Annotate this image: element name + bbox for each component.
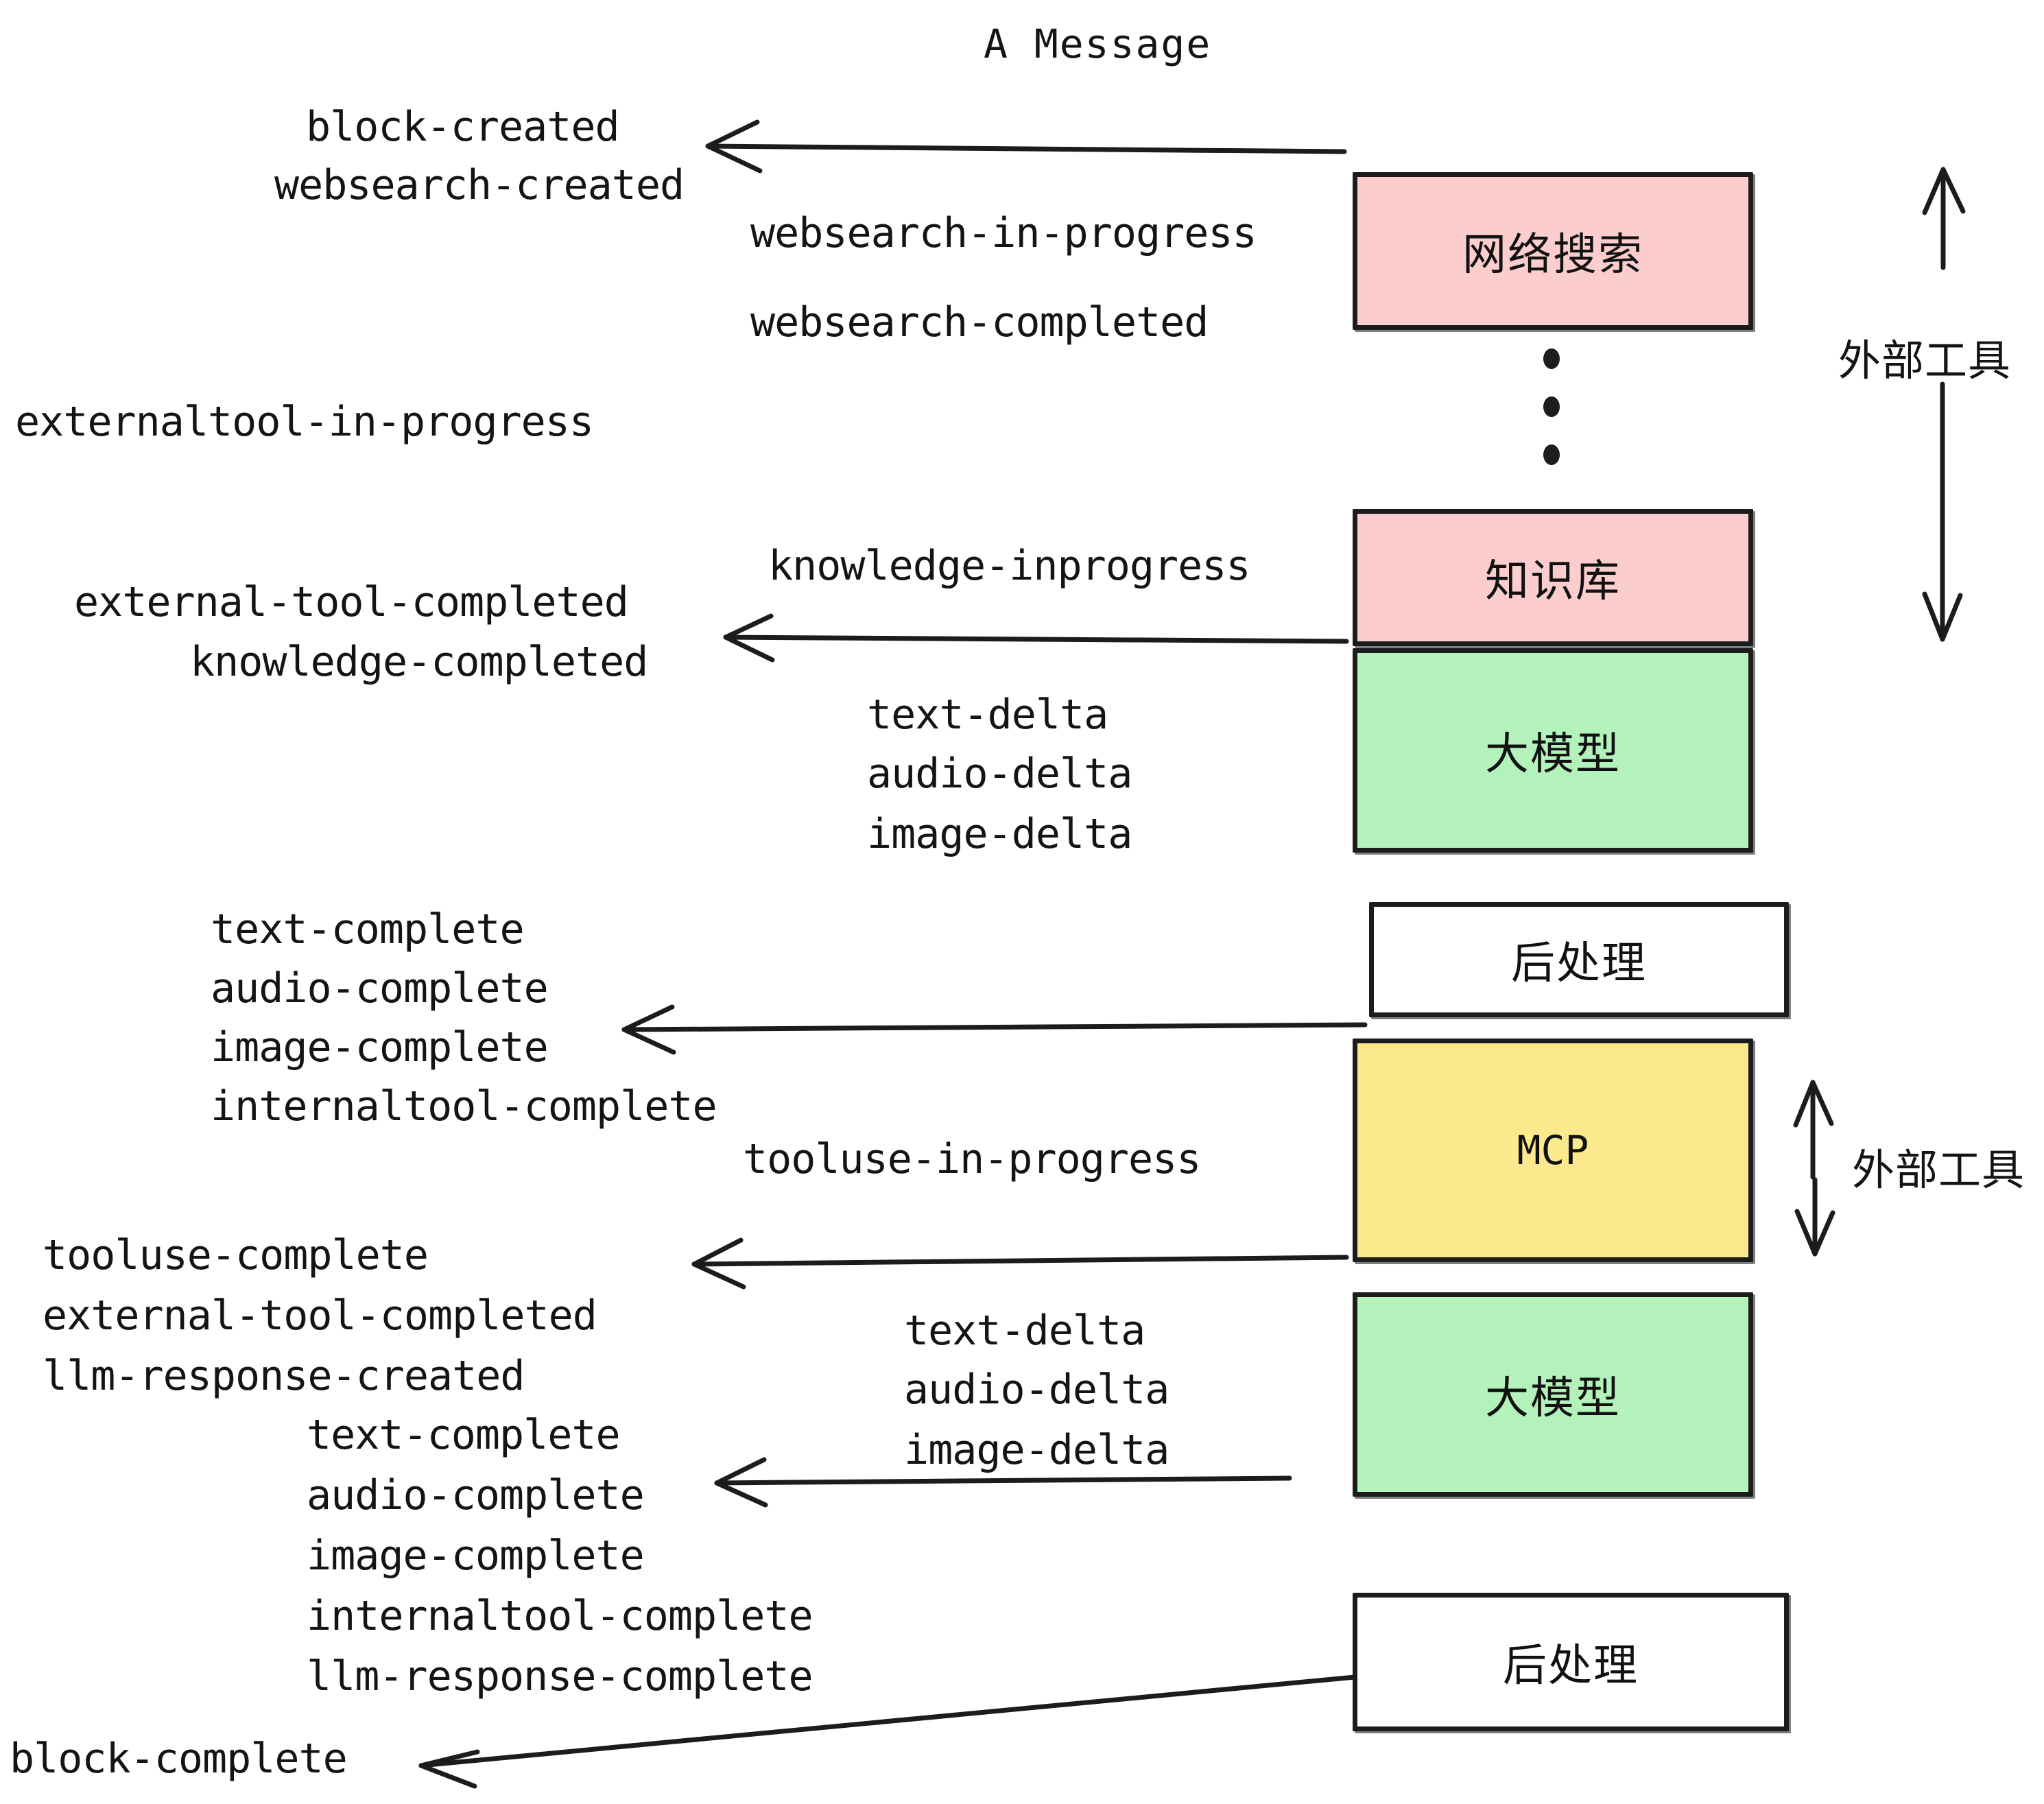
ellipsis-dot-2 xyxy=(1543,396,1560,417)
event-label-externaltool-in-progress: externaltool-in-progress xyxy=(15,398,594,446)
event-label-tooluse-complete: tooluse-complete xyxy=(43,1231,429,1279)
box-label-postprocess-2: 后处理 xyxy=(1503,1641,1639,1692)
box-llm-1[interactable]: 大模型 xyxy=(1353,648,1753,853)
event-label-llm-response-complete: llm-response-complete xyxy=(307,1652,813,1700)
event-label-text-complete-2: text-complete xyxy=(307,1411,621,1459)
event-label-tooluse-in-progress: tooluse-in-progress xyxy=(743,1135,1201,1183)
event-label-image-complete-2: image-complete xyxy=(307,1532,645,1580)
event-label-image-delta-2: image-delta xyxy=(904,1426,1169,1474)
event-label-websearch-in-progress: websearch-in-progress xyxy=(750,209,1257,257)
box-llm-2[interactable]: 大模型 xyxy=(1353,1292,1753,1497)
event-label-audio-delta-1: audio-delta xyxy=(867,750,1132,798)
box-label-llm-1: 大模型 xyxy=(1485,729,1621,780)
box-mcp[interactable]: MCP xyxy=(1353,1039,1753,1262)
event-label-text-complete-1: text-complete xyxy=(211,905,525,953)
event-label-internaltool-complete-2: internaltool-complete xyxy=(307,1592,813,1640)
side-label-external-tool-lower: 外部工具 xyxy=(1852,1145,2025,1195)
event-label-audio-complete-2: audio-complete xyxy=(307,1471,645,1519)
event-label-image-delta-1: image-delta xyxy=(867,810,1132,858)
box-label-websearch: 网络搜索 xyxy=(1462,230,1643,281)
event-label-knowledge-inprogress: knowledge-inprogress xyxy=(768,542,1250,590)
event-label-knowledge-completed: knowledge-completed xyxy=(190,638,648,686)
event-label-block-complete: block-complete xyxy=(10,1735,348,1783)
box-postprocess-2[interactable]: 后处理 xyxy=(1353,1593,1789,1731)
box-label-mcp: MCP xyxy=(1517,1127,1589,1174)
box-label-llm-2: 大模型 xyxy=(1485,1373,1621,1424)
event-label-image-complete-1: image-complete xyxy=(211,1023,549,1071)
box-postprocess-1[interactable]: 后处理 xyxy=(1369,902,1789,1017)
event-label-llm-response-created: llm-response-created xyxy=(43,1352,525,1400)
event-label-audio-complete-1: audio-complete xyxy=(211,964,549,1012)
side-label-external-tool-upper: 外部工具 xyxy=(1838,335,2012,385)
event-label-text-delta-1: text-delta xyxy=(867,691,1108,739)
box-knowledge[interactable]: 知识库 xyxy=(1353,509,1753,646)
event-label-internaltool-complete-1: internaltool-complete xyxy=(211,1082,717,1130)
event-label-external-tool-completed-2: external-tool-completed xyxy=(43,1292,597,1340)
box-websearch[interactable]: 网络搜索 xyxy=(1353,172,1753,330)
event-label-audio-delta-2: audio-delta xyxy=(904,1366,1169,1414)
box-label-postprocess-1: 后处理 xyxy=(1511,938,1647,989)
event-label-websearch-created: websearch-created xyxy=(274,161,685,209)
event-label-external-tool-completed-1: external-tool-completed xyxy=(74,578,629,626)
event-label-websearch-completed: websearch-completed xyxy=(750,298,1209,346)
page-title: A Message xyxy=(984,21,1212,67)
event-label-block-created: block-created xyxy=(306,103,620,151)
ellipsis-dot-1 xyxy=(1543,348,1560,369)
ellipsis-dot-3 xyxy=(1543,444,1560,465)
box-label-knowledge: 知识库 xyxy=(1485,556,1621,607)
event-label-text-delta-2: text-delta xyxy=(904,1307,1145,1355)
